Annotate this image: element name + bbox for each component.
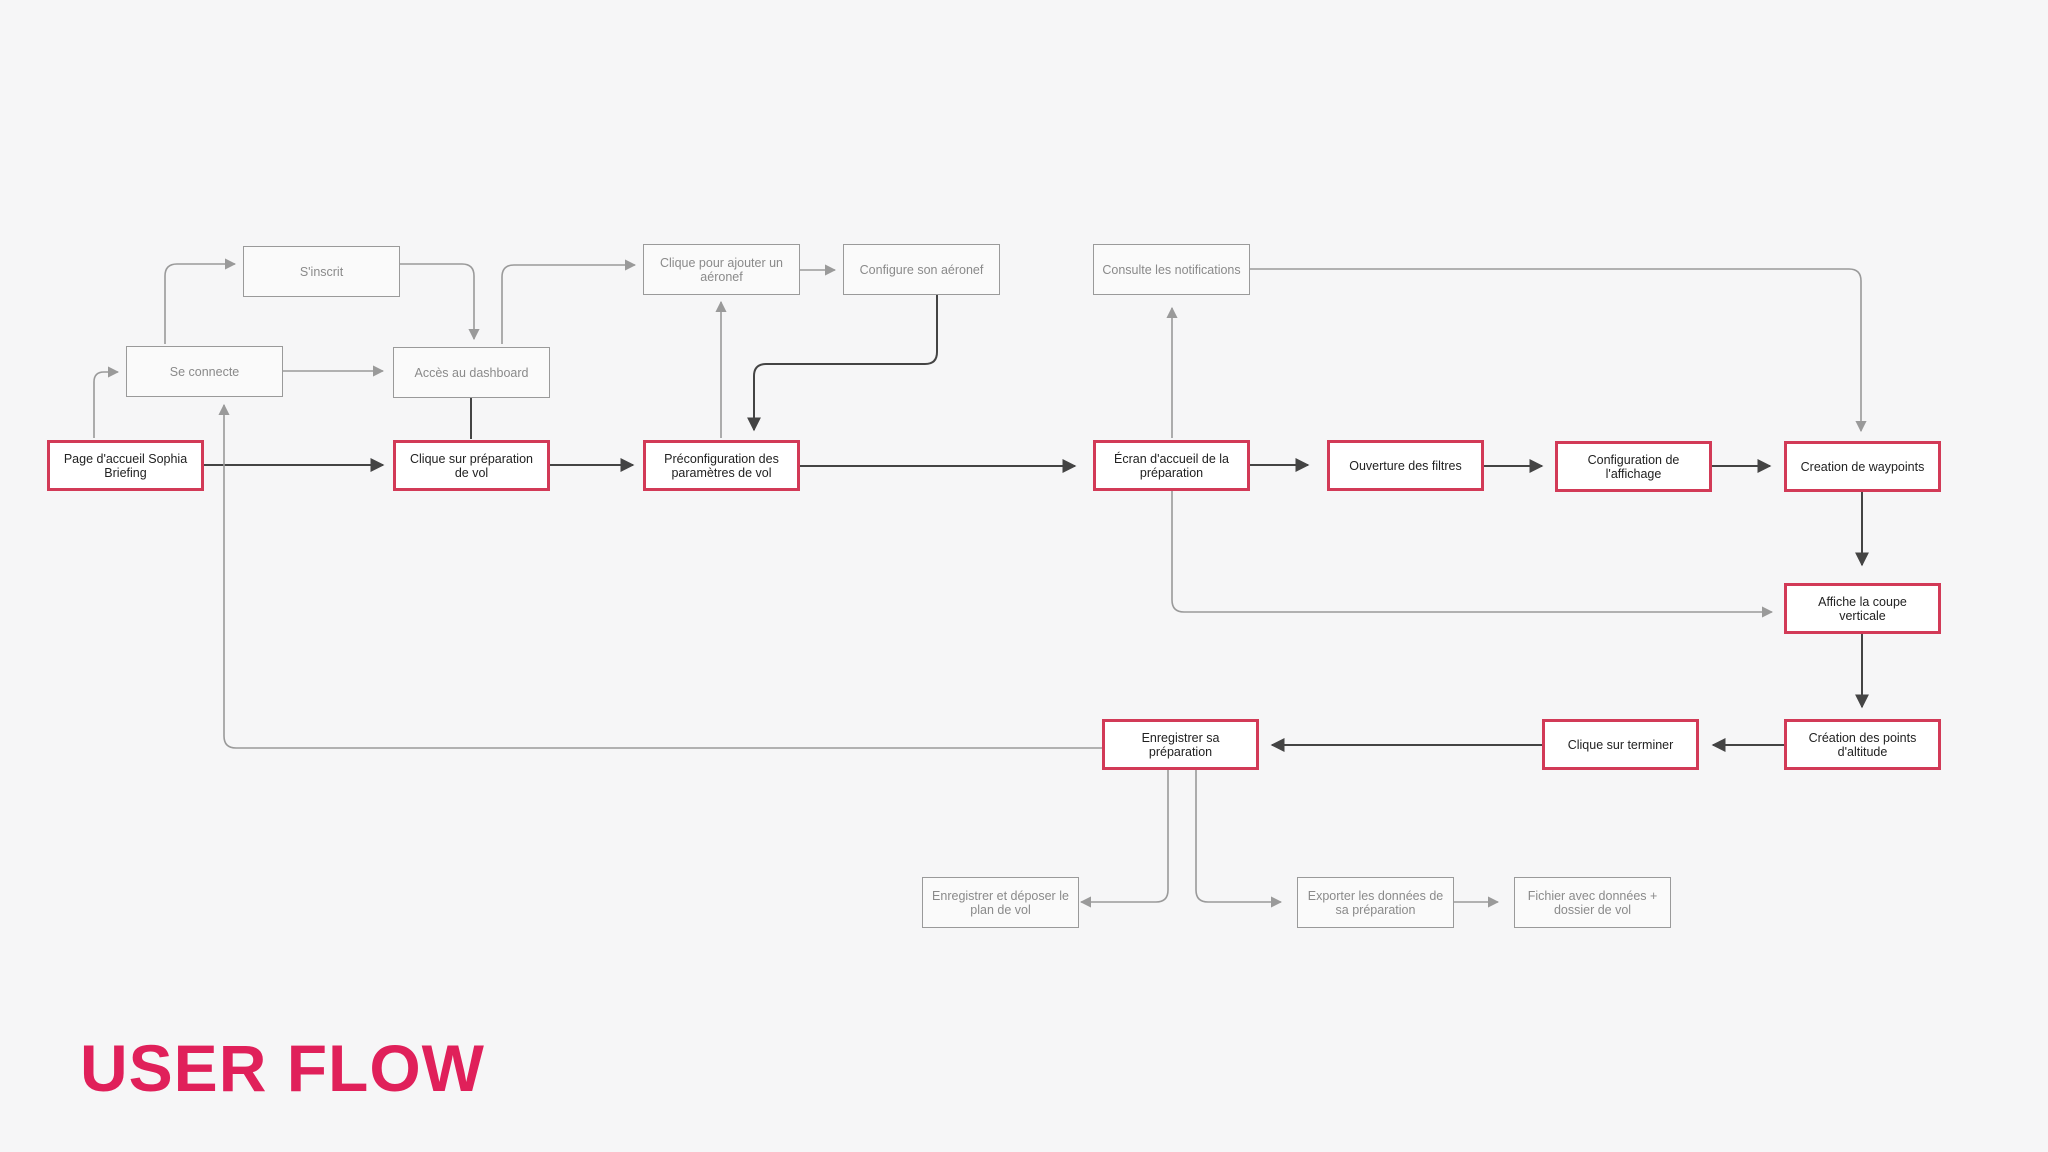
edge-enregistrer-to-exporter	[1195, 770, 1283, 908]
flow-node-waypoints: Creation de waypoints	[1784, 441, 1941, 492]
flow-node-label: Fichier avec données + dossier de vol	[1527, 888, 1658, 917]
edge-inscrit-to-dashboard	[400, 263, 480, 341]
flow-node-ecran-prep: Écran d'accueil de la préparation	[1093, 440, 1250, 491]
flow-node-label: Écran d'accueil de la préparation	[1114, 451, 1229, 480]
flow-node-affichage: Configuration de l'affichage	[1555, 441, 1712, 492]
flow-node-label: Consulte les notifications	[1102, 262, 1241, 277]
flow-node-label: Page d'accueil Sophia Briefing	[63, 451, 188, 480]
page-title: USER FLOW	[80, 1031, 485, 1105]
flow-node-notifications: Consulte les notifications	[1093, 244, 1250, 295]
flow-node-preconfig: Préconfiguration des paramètres de vol	[643, 440, 800, 491]
flow-node-coupe: Affiche la coupe verticale	[1784, 583, 1941, 634]
flow-node-dashboard: Accès au dashboard	[393, 347, 550, 398]
edge-enregistrer-to-deposer	[1079, 770, 1169, 908]
flow-node-fichier: Fichier avec données + dossier de vol	[1514, 877, 1671, 928]
flow-node-label: Préconfiguration des paramètres de vol	[664, 451, 779, 480]
flow-node-deposer: Enregistrer et déposer le plan de vol	[922, 877, 1079, 928]
flow-node-terminer: Clique sur terminer	[1542, 719, 1699, 770]
flow-node-label: Se connecte	[169, 364, 240, 379]
edge-enregistrer-to-accueil	[218, 403, 1102, 749]
flow-node-enregistrer: Enregistrer sa préparation	[1102, 719, 1259, 770]
flow-node-label: Création des points d'altitude	[1808, 730, 1917, 759]
flow-node-label: Configuration de l'affichage	[1587, 452, 1680, 481]
flow-node-filtres: Ouverture des filtres	[1327, 440, 1484, 491]
edge-dashboard-to-ajout_aeronef	[501, 259, 637, 344]
edge-config_aeronef-to-preconfig	[747, 295, 938, 432]
flow-node-label: Configure son aéronef	[859, 262, 984, 277]
flow-node-ajout-aeronef: Clique pour ajouter un aéronef	[643, 244, 800, 295]
edge-ecran_prep-to-coupe	[1171, 491, 1774, 618]
flow-node-label: Enregistrer sa préparation	[1141, 730, 1220, 759]
flow-node-altitude: Création des points d'altitude	[1784, 719, 1941, 770]
flow-node-exporter: Exporter les données de sa préparation	[1297, 877, 1454, 928]
flow-node-config-aeronef: Configure son aéronef	[843, 244, 1000, 295]
flow-node-label: Affiche la coupe verticale	[1818, 594, 1907, 623]
edge-notifications-to-waypoints	[1250, 268, 1867, 433]
flow-node-label: Clique sur préparation de vol	[410, 451, 533, 480]
flow-node-connecte: Se connecte	[126, 346, 283, 397]
edge-connecte-to-inscrit	[164, 258, 237, 344]
flow-node-clique-prep: Clique sur préparation de vol	[393, 440, 550, 491]
edges-layer	[93, 258, 1869, 908]
flow-node-label: Ouverture des filtres	[1349, 458, 1462, 473]
flow-node-label: Enregistrer et déposer le plan de vol	[932, 888, 1069, 917]
flow-node-label: Clique sur terminer	[1567, 737, 1674, 752]
flow-node-label: S'inscrit	[299, 264, 344, 279]
flow-node-label: Clique pour ajouter un aéronef	[660, 255, 783, 284]
edge-accueil-to-connecte	[93, 366, 120, 438]
flow-node-accueil: Page d'accueil Sophia Briefing	[47, 440, 204, 491]
flow-node-label: Exporter les données de sa préparation	[1307, 888, 1444, 917]
flow-node-inscrit: S'inscrit	[243, 246, 400, 297]
flow-node-label: Accès au dashboard	[414, 365, 529, 380]
flow-node-label: Creation de waypoints	[1800, 459, 1925, 474]
